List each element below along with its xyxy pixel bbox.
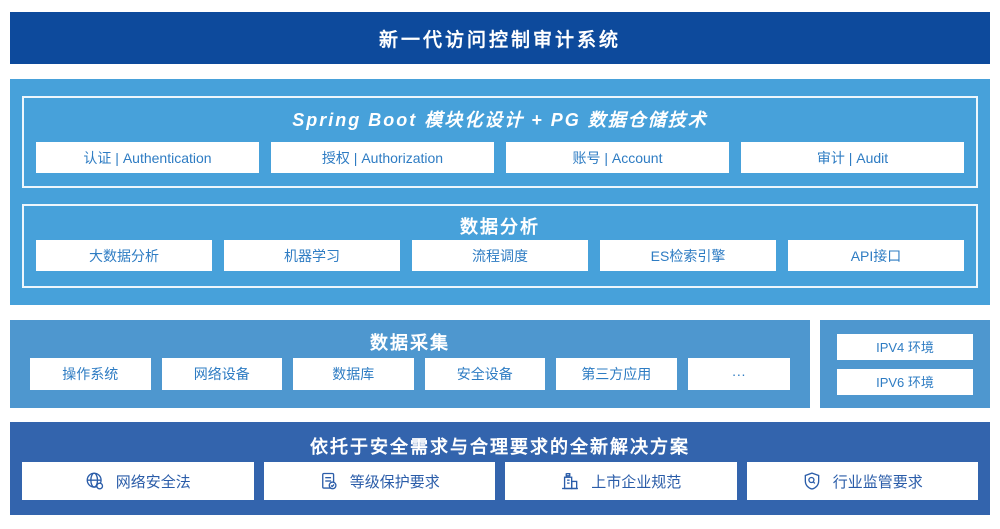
shield-magnifier-icon xyxy=(802,471,822,491)
solution-title: 依托于安全需求与合理要求的全新解决方案 xyxy=(310,437,690,457)
platform-layer-title: Spring Boot 模块化设计 + PG 数据仓储技术 xyxy=(292,110,708,130)
module-authentication: 认证 | Authentication xyxy=(36,142,259,173)
platform-layer: Spring Boot 模块化设计 + PG 数据仓储技术 认证 | Authe… xyxy=(22,96,978,188)
data-collection-title: 数据采集 xyxy=(370,333,450,353)
source-security-device: 安全设备 xyxy=(424,358,546,390)
source-network-device: 网络设备 xyxy=(161,358,283,390)
module-bigdata-analysis: 大数据分析 xyxy=(36,240,212,271)
analysis-layer: 数据分析 大数据分析 机器学习 流程调度 ES检索引擎 API接口 xyxy=(22,204,978,288)
globe-icon xyxy=(85,471,105,491)
env-ipv4: IPV4 环境 xyxy=(837,333,973,360)
environment-block: IPV4 环境 IPV6 环境 xyxy=(820,320,990,408)
env-ipv6: IPV6 环境 xyxy=(837,368,973,395)
module-es-search: ES检索引擎 xyxy=(600,240,776,271)
solution-item-label: 上市企业规范 xyxy=(591,473,682,491)
module-machine-learning: 机器学习 xyxy=(224,240,400,271)
module-audit: 审计 | Audit xyxy=(741,142,964,173)
platform-module-row: 认证 | Authentication 授权 | Authorization 账… xyxy=(36,142,964,173)
solution-industry-regulation: 行业监管要求 xyxy=(746,462,978,500)
solution-item-label: 行业监管要求 xyxy=(832,473,923,491)
source-more: ··· xyxy=(687,358,791,390)
data-collection-block: 数据采集 操作系统 网络设备 数据库 安全设备 第三方应用 ··· xyxy=(10,320,810,408)
analysis-layer-title: 数据分析 xyxy=(460,217,540,237)
data-source-row: 操作系统 网络设备 数据库 安全设备 第三方应用 ··· xyxy=(30,358,791,390)
source-operating-system: 操作系统 xyxy=(30,358,151,390)
building-flag-icon xyxy=(560,471,580,491)
solution-listed-company: 上市企业规范 xyxy=(505,462,737,500)
module-account: 账号 | Account xyxy=(506,142,729,173)
document-check-icon xyxy=(319,471,339,491)
solution-row: 网络安全法 等级保护要求 xyxy=(22,462,978,500)
architecture-block: Spring Boot 模块化设计 + PG 数据仓储技术 认证 | Authe… xyxy=(10,79,990,305)
source-database: 数据库 xyxy=(293,358,414,390)
solution-item-label: 网络安全法 xyxy=(115,473,191,491)
source-third-party-app: 第三方应用 xyxy=(556,358,677,390)
solution-item-label: 等级保护要求 xyxy=(349,473,440,491)
module-authorization: 授权 | Authorization xyxy=(271,142,494,173)
analysis-module-row: 大数据分析 机器学习 流程调度 ES检索引擎 API接口 xyxy=(36,240,964,271)
solution-cybersecurity-law: 网络安全法 xyxy=(22,462,254,500)
top-banner: 新一代访问控制审计系统 xyxy=(10,12,990,64)
solution-banner: 依托于安全需求与合理要求的全新解决方案 网络安全法 xyxy=(10,422,990,515)
system-title: 新一代访问控制审计系统 xyxy=(378,29,621,51)
module-api: API接口 xyxy=(788,240,964,271)
module-flow-scheduling: 流程调度 xyxy=(412,240,588,271)
solution-classified-protection: 等级保护要求 xyxy=(263,462,495,500)
